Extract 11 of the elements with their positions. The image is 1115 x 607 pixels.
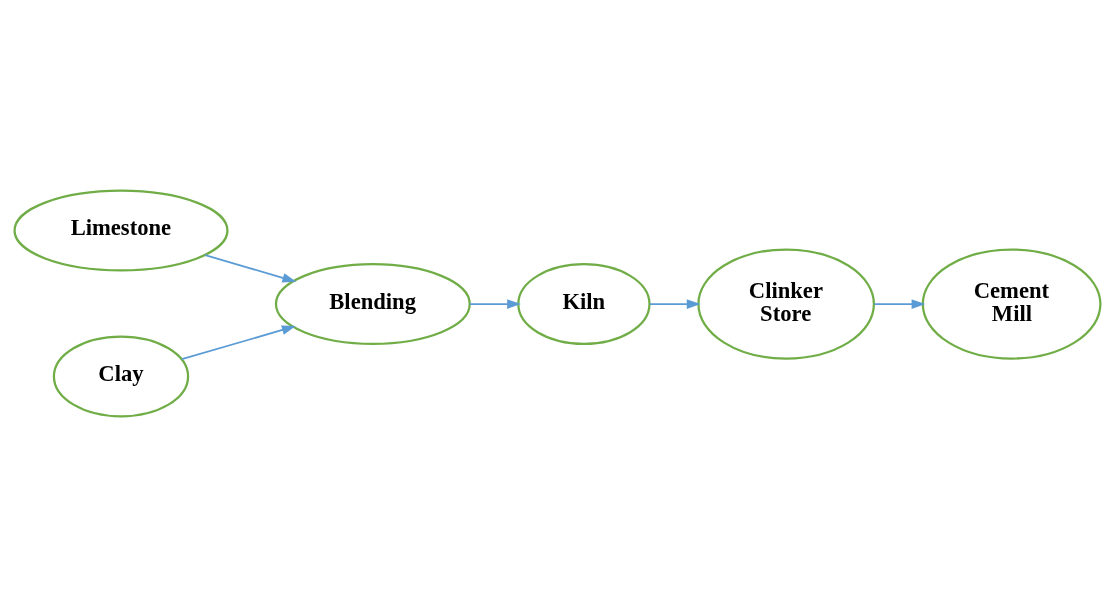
node-ellipse: Clay <box>52 335 190 418</box>
node-ellipse: Kiln <box>517 263 651 346</box>
node-ellipse: Blending <box>274 263 471 346</box>
arrow <box>181 325 296 361</box>
node-ellipse: Limestone <box>13 189 229 272</box>
arrow <box>649 299 701 309</box>
node-ellipse: Cement Mill <box>921 248 1102 360</box>
node-ellipse: Clinker Store <box>697 248 876 360</box>
arrow <box>468 299 521 309</box>
arrow <box>204 254 297 283</box>
arrow <box>873 299 926 309</box>
